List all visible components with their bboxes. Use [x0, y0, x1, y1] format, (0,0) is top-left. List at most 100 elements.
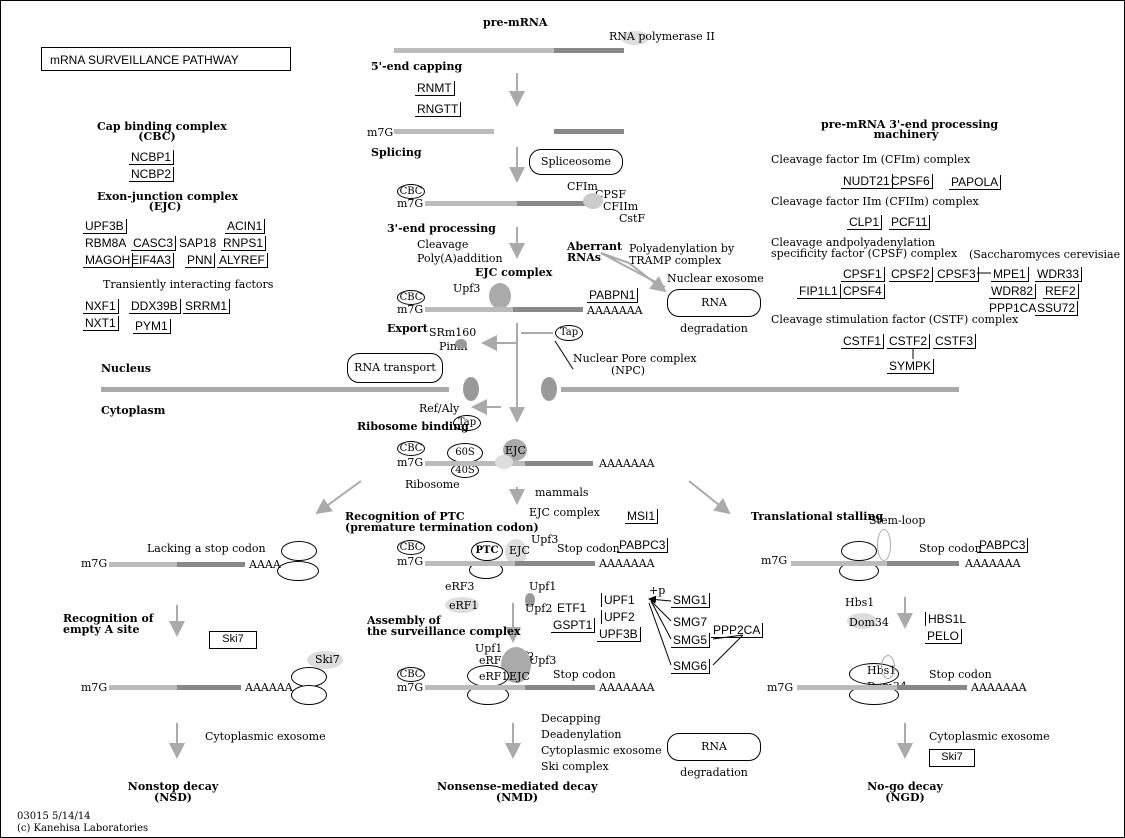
gene-ETF1[interactable]: ETF1 [557, 601, 587, 615]
gene-RNMT[interactable]: RNMT [415, 81, 455, 96]
aberrant-label: Aberrant [567, 240, 623, 253]
rnas-label: RNAs [567, 251, 601, 264]
gene-UPF1[interactable]: UPF1 [601, 593, 637, 607]
gene-SSU72[interactable]: SSU72 [1035, 301, 1079, 316]
cpsf-complex-label: Cleavage andpolyadenylation [771, 236, 936, 249]
cyto-exosome-label: Cytoplasmic exosome [205, 730, 326, 743]
gene-PCF11[interactable]: PCF11 [889, 215, 931, 230]
gene-SYMPK[interactable]: SYMPK [887, 359, 935, 374]
gene-Ski7[interactable]: Ski7 [209, 631, 257, 649]
ejc-complex2-label: EJC complex [529, 506, 600, 519]
polya-tail: AAAAAAA [971, 681, 1027, 694]
ejc-label: EJC [505, 444, 526, 457]
gene-CSTF2[interactable]: CSTF2 [887, 334, 931, 349]
gene-WDR82[interactable]: WDR82 [989, 284, 1037, 299]
stem-loop-shape [877, 529, 891, 561]
cbc-title: Cap binding complex [97, 120, 227, 133]
gene-PYM1[interactable]: PYM1 [133, 319, 171, 334]
gene-CPSF6[interactable]: CPSF6 [889, 174, 933, 189]
gene-SMG1[interactable]: SMG1 [671, 593, 711, 608]
gene-NXF1[interactable]: NXF1 [83, 299, 119, 314]
gene-ACIN1[interactable]: ACIN1 [225, 219, 266, 234]
gene-RNGTT[interactable]: RNGTT [415, 102, 462, 117]
nuclear-exosome-label: Nuclear exosome [667, 272, 764, 285]
gene-GSPT1[interactable]: GSPT1 [551, 618, 596, 633]
cyto-exosome2-label: Cytoplasmic exosome [541, 744, 662, 757]
gene-CLP1[interactable]: CLP1 [847, 215, 883, 230]
gene-NXT1[interactable]: NXT1 [83, 316, 119, 331]
gene-PPP1CA[interactable]: PPP1CA [989, 301, 1037, 315]
polya-tail: AAAAAAA [599, 457, 655, 470]
recog-ptc-label2: (premature termination codon) [345, 521, 539, 534]
gene-PABPC3[interactable]: PABPC3 [617, 538, 669, 553]
dom34-shape [847, 613, 877, 629]
gene-PNN[interactable]: PNN [185, 253, 216, 268]
gene-MSI1[interactable]: MSI1 [625, 509, 659, 524]
transient-label: Transiently interacting factors [103, 278, 274, 291]
m7g-label: m7G [397, 555, 424, 568]
gene-PABPN1[interactable]: PABPN1 [587, 288, 639, 303]
gene-MAGOH[interactable]: MAGOH [83, 253, 134, 268]
gene-UPF3B[interactable]: UPF3B [83, 219, 127, 234]
gene-NUDT21[interactable]: NUDT21 [841, 174, 893, 189]
m7g-label: m7G [81, 557, 108, 570]
assembly-label: Assembly of [367, 614, 441, 627]
rna-degradation-node-2[interactable]: RNA degradation [667, 733, 761, 779]
gene-NCBP1[interactable]: NCBP1 [129, 150, 175, 165]
rna-transport-node[interactable]: RNA transport [347, 353, 443, 383]
gene-DDX39B[interactable]: DDX39B [129, 299, 181, 314]
gene-CPSF3[interactable]: CPSF3 [935, 267, 979, 282]
gene-REF2[interactable]: REF2 [1043, 284, 1079, 299]
gene-EIF4A3[interactable]: EIF4A3 [129, 253, 175, 268]
erf3-label: eRF3 [445, 580, 475, 593]
pre-mrna-label: pre-mRNA [483, 16, 548, 29]
ref-aly-label: Ref/Aly [419, 402, 460, 415]
gene-SAP18[interactable]: SAP18 [179, 236, 217, 250]
npc-label2: (NPC) [611, 364, 646, 377]
mrna-strand [425, 561, 515, 566]
ngd-label: No-go decay [867, 780, 943, 793]
gene-CSTF1[interactable]: CSTF1 [841, 334, 885, 349]
nmd-label2: (NMD) [495, 791, 539, 804]
stop-codon-label: Stop codon [929, 668, 992, 681]
gene-HBS1L[interactable]: HBS1L [925, 612, 968, 626]
gene-SMG5[interactable]: SMG5 [671, 633, 711, 648]
m7g-label: m7G [81, 681, 108, 694]
ejc-complex-label: EJC complex [475, 266, 553, 279]
gene-ALYREF[interactable]: ALYREF [217, 253, 268, 268]
gene-SMG7[interactable]: SMG7 [673, 615, 708, 629]
erf1-label: eRF1 [479, 670, 509, 683]
gene-PABPC3-ngd[interactable]: PABPC3 [977, 538, 1029, 553]
cbc-title2: (CBC) [138, 130, 176, 143]
gene-WDR33[interactable]: WDR33 [1035, 267, 1083, 282]
gene-Ski7-ngd[interactable]: Ski7 [929, 749, 975, 767]
gene-CPSF2[interactable]: CPSF2 [889, 267, 933, 282]
gene-RBM8A[interactable]: RBM8A [85, 236, 127, 250]
gene-SRRM1[interactable]: SRRM1 [183, 299, 231, 314]
rna-degradation-node[interactable]: RNA degradation [667, 289, 761, 335]
gene-UPF3B-nmd[interactable]: UPF3B [597, 627, 641, 642]
gene-UPF2[interactable]: UPF2 [601, 610, 637, 624]
gene-CPSF4[interactable]: CPSF4 [841, 284, 885, 299]
dom34-label: Dom34 [849, 616, 889, 629]
spliceosome-node[interactable]: Spliceosome [529, 149, 623, 175]
right-title: pre-mRNA 3'-end processing [821, 118, 999, 131]
gene-PPP2CA[interactable]: PPP2CA [711, 623, 764, 638]
footer-copyright: (c) Kanehisa Laboratories [17, 823, 149, 834]
mrna-strand [425, 307, 513, 312]
gene-FIP1L1[interactable]: FIP1L1 [797, 284, 841, 299]
decapping-label: Decapping [541, 712, 601, 725]
gene-RNPS1[interactable]: RNPS1 [221, 236, 267, 251]
gene-PELO[interactable]: PELO [925, 629, 963, 644]
erf1-label: eRF1 [449, 599, 479, 612]
polya-tail: AAAAAAA [599, 557, 655, 570]
gene-SMG6[interactable]: SMG6 [671, 659, 711, 674]
gene-MPE1[interactable]: MPE1 [991, 267, 1029, 282]
gene-CASC3[interactable]: CASC3 [131, 236, 177, 251]
gene-CPSF1[interactable]: CPSF1 [841, 267, 885, 282]
gene-PAPOLA[interactable]: PAPOLA [949, 175, 1002, 190]
polya-tail: AAAAAAA [965, 557, 1021, 570]
phospho-label: +p [649, 584, 666, 597]
gene-NCBP2[interactable]: NCBP2 [129, 167, 175, 182]
gene-CSTF3[interactable]: CSTF3 [933, 334, 977, 349]
